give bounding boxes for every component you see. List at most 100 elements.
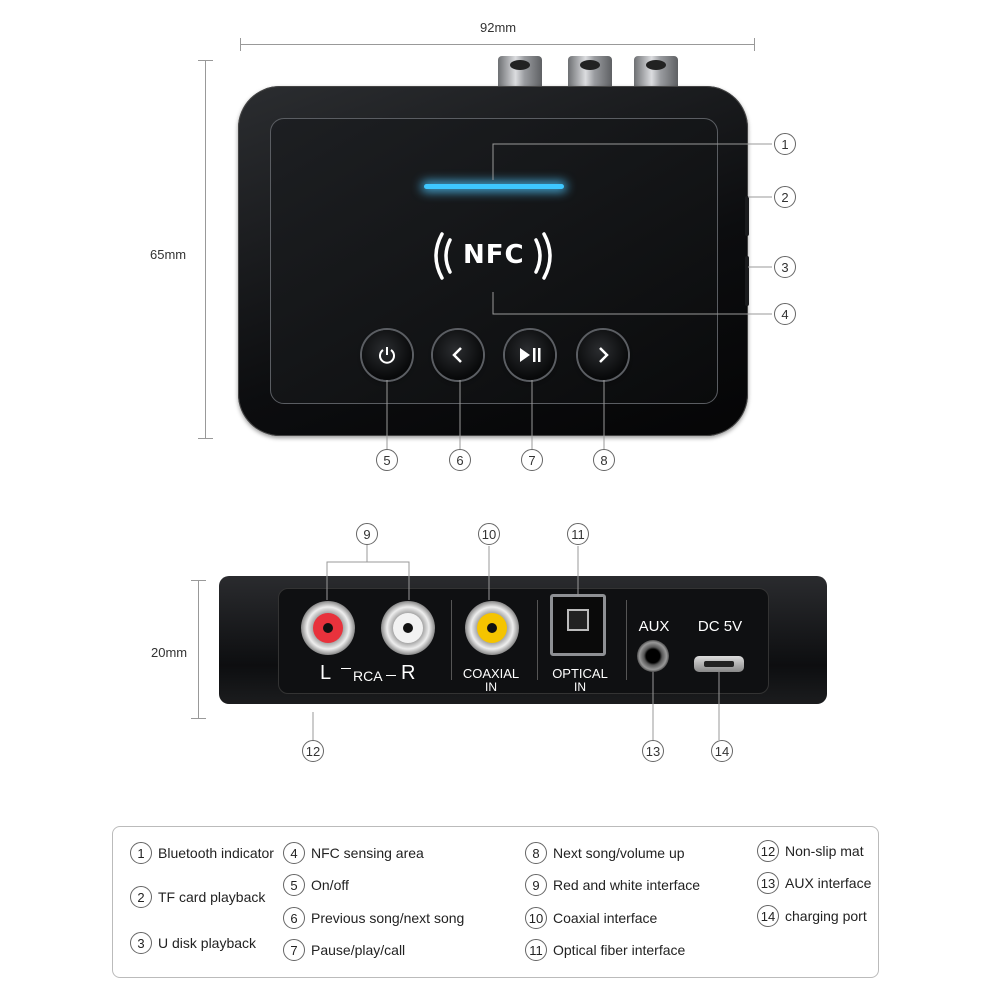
legend-num: 9 <box>525 874 547 896</box>
legend-label: Bluetooth indicator <box>158 845 274 861</box>
chevron-right-icon <box>595 345 611 365</box>
legend-num: 12 <box>757 840 779 862</box>
callout-7: 7 <box>521 449 543 471</box>
power-button[interactable] <box>362 330 412 380</box>
play-pause-button[interactable] <box>505 330 555 380</box>
dc-label: DC 5V <box>697 618 743 635</box>
legend-label: charging port <box>785 908 867 924</box>
legend-num: 6 <box>283 907 305 929</box>
bluetooth-indicator-led <box>424 184 564 189</box>
legend-item-5: 5 On/off <box>283 874 349 896</box>
callout-14: 14 <box>711 740 733 762</box>
legend-num: 2 <box>130 886 152 908</box>
rca-jack-top-1 <box>498 56 542 88</box>
legend-num: 14 <box>757 905 779 927</box>
legend-label: Non-slip mat <box>785 843 864 859</box>
rca-jack-top-3 <box>634 56 678 88</box>
rca-left-hole <box>323 623 333 633</box>
callout-13: 13 <box>642 740 664 762</box>
optical-port-window <box>567 609 589 631</box>
legend-item-12: 12 Non-slip mat <box>757 840 864 862</box>
legend-label: AUX interface <box>785 875 872 891</box>
nfc-label: NFC <box>463 240 525 270</box>
legend-item-6: 6 Previous song/next song <box>283 907 464 929</box>
back-callout-lines <box>312 545 720 740</box>
legend-num: 8 <box>525 842 547 864</box>
legend-label: Coaxial interface <box>553 910 658 926</box>
rca-label-dash-right <box>386 675 396 676</box>
rca-label-l: L <box>320 662 332 684</box>
callout-10: 10 <box>478 523 500 545</box>
rca-jack-top-2 <box>568 56 612 88</box>
power-icon <box>377 345 397 365</box>
next-button[interactable] <box>578 330 628 380</box>
legend-num: 5 <box>283 874 305 896</box>
legend-num: 11 <box>525 939 547 961</box>
width-tick-right <box>754 38 755 51</box>
depth-tick-bottom <box>191 718 206 719</box>
legend-num: 7 <box>283 939 305 961</box>
legend-item-7: 7 Pause/play/call <box>283 939 405 961</box>
rca-label-rca: RCA <box>353 668 383 684</box>
coaxial-label: COAXIAL <box>462 666 520 681</box>
dc-port <box>694 656 744 672</box>
separator-1 <box>451 600 452 680</box>
legend-item-9: 9 Red and white interface <box>525 874 700 896</box>
separator-3 <box>626 600 627 680</box>
top-callout-lines <box>386 143 772 449</box>
width-tick-left <box>240 38 241 51</box>
legend-item-8: 8 Next song/volume up <box>525 842 685 864</box>
rca-right-hole <box>403 623 413 633</box>
usb-slot <box>745 256 749 306</box>
callout-12: 12 <box>302 740 324 762</box>
legend-item-14: 14 charging port <box>757 905 867 927</box>
rca-left-port <box>301 601 355 655</box>
legend-num: 13 <box>757 872 779 894</box>
chevron-left-icon <box>450 345 466 365</box>
coaxial-hole <box>487 623 497 633</box>
legend-item-1: 1 Bluetooth indicator <box>130 842 274 864</box>
callout-9: 9 <box>356 523 378 545</box>
legend-label: Previous song/next song <box>311 910 465 926</box>
legend-label: U disk playback <box>158 935 257 951</box>
legend-label: On/off <box>311 877 349 893</box>
legend-item-2: 2 TF card playback <box>130 886 265 908</box>
width-dimension-label: 92mm <box>480 20 517 35</box>
legend-num: 3 <box>130 932 152 954</box>
nfc-icon: NFC <box>428 226 558 286</box>
legend-num: 4 <box>283 842 305 864</box>
play-pause-icon <box>518 346 542 364</box>
callout-5: 5 <box>376 449 398 471</box>
coaxial-port <box>465 601 519 655</box>
callout-2: 2 <box>774 186 796 208</box>
legend-item-13: 13 AUX interface <box>757 872 871 894</box>
previous-button[interactable] <box>433 330 483 380</box>
dc-port-slot <box>704 661 734 667</box>
height-dimension-line <box>205 60 206 438</box>
legend-item-10: 10 Coaxial interface <box>525 907 657 929</box>
coaxial-in-label: IN <box>485 680 497 694</box>
height-dimension-label: 65mm <box>150 247 187 262</box>
legend-label: Next song/volume up <box>553 845 685 861</box>
callout-6: 6 <box>449 449 471 471</box>
aux-port <box>637 640 669 672</box>
device-back-panel <box>278 588 769 694</box>
legend-num: 10 <box>525 907 547 929</box>
aux-label: AUX <box>638 618 670 635</box>
legend-label: TF card playback <box>158 889 266 905</box>
height-tick-bottom <box>198 438 213 439</box>
optical-label: OPTICAL <box>552 666 608 681</box>
tf-card-slot <box>745 196 749 236</box>
rca-label-dash-left <box>341 668 351 669</box>
legend-box <box>112 826 879 978</box>
separator-2 <box>537 600 538 680</box>
depth-dimension-line <box>198 580 199 718</box>
depth-tick-top <box>191 580 206 581</box>
optical-in-label: IN <box>574 680 586 694</box>
legend-num: 1 <box>130 842 152 864</box>
legend-label: NFC sensing area <box>311 845 424 861</box>
callout-3: 3 <box>774 256 796 278</box>
rca-label-r: R <box>401 662 416 684</box>
legend-item-3: 3 U disk playback <box>130 932 256 954</box>
callout-8: 8 <box>593 449 615 471</box>
